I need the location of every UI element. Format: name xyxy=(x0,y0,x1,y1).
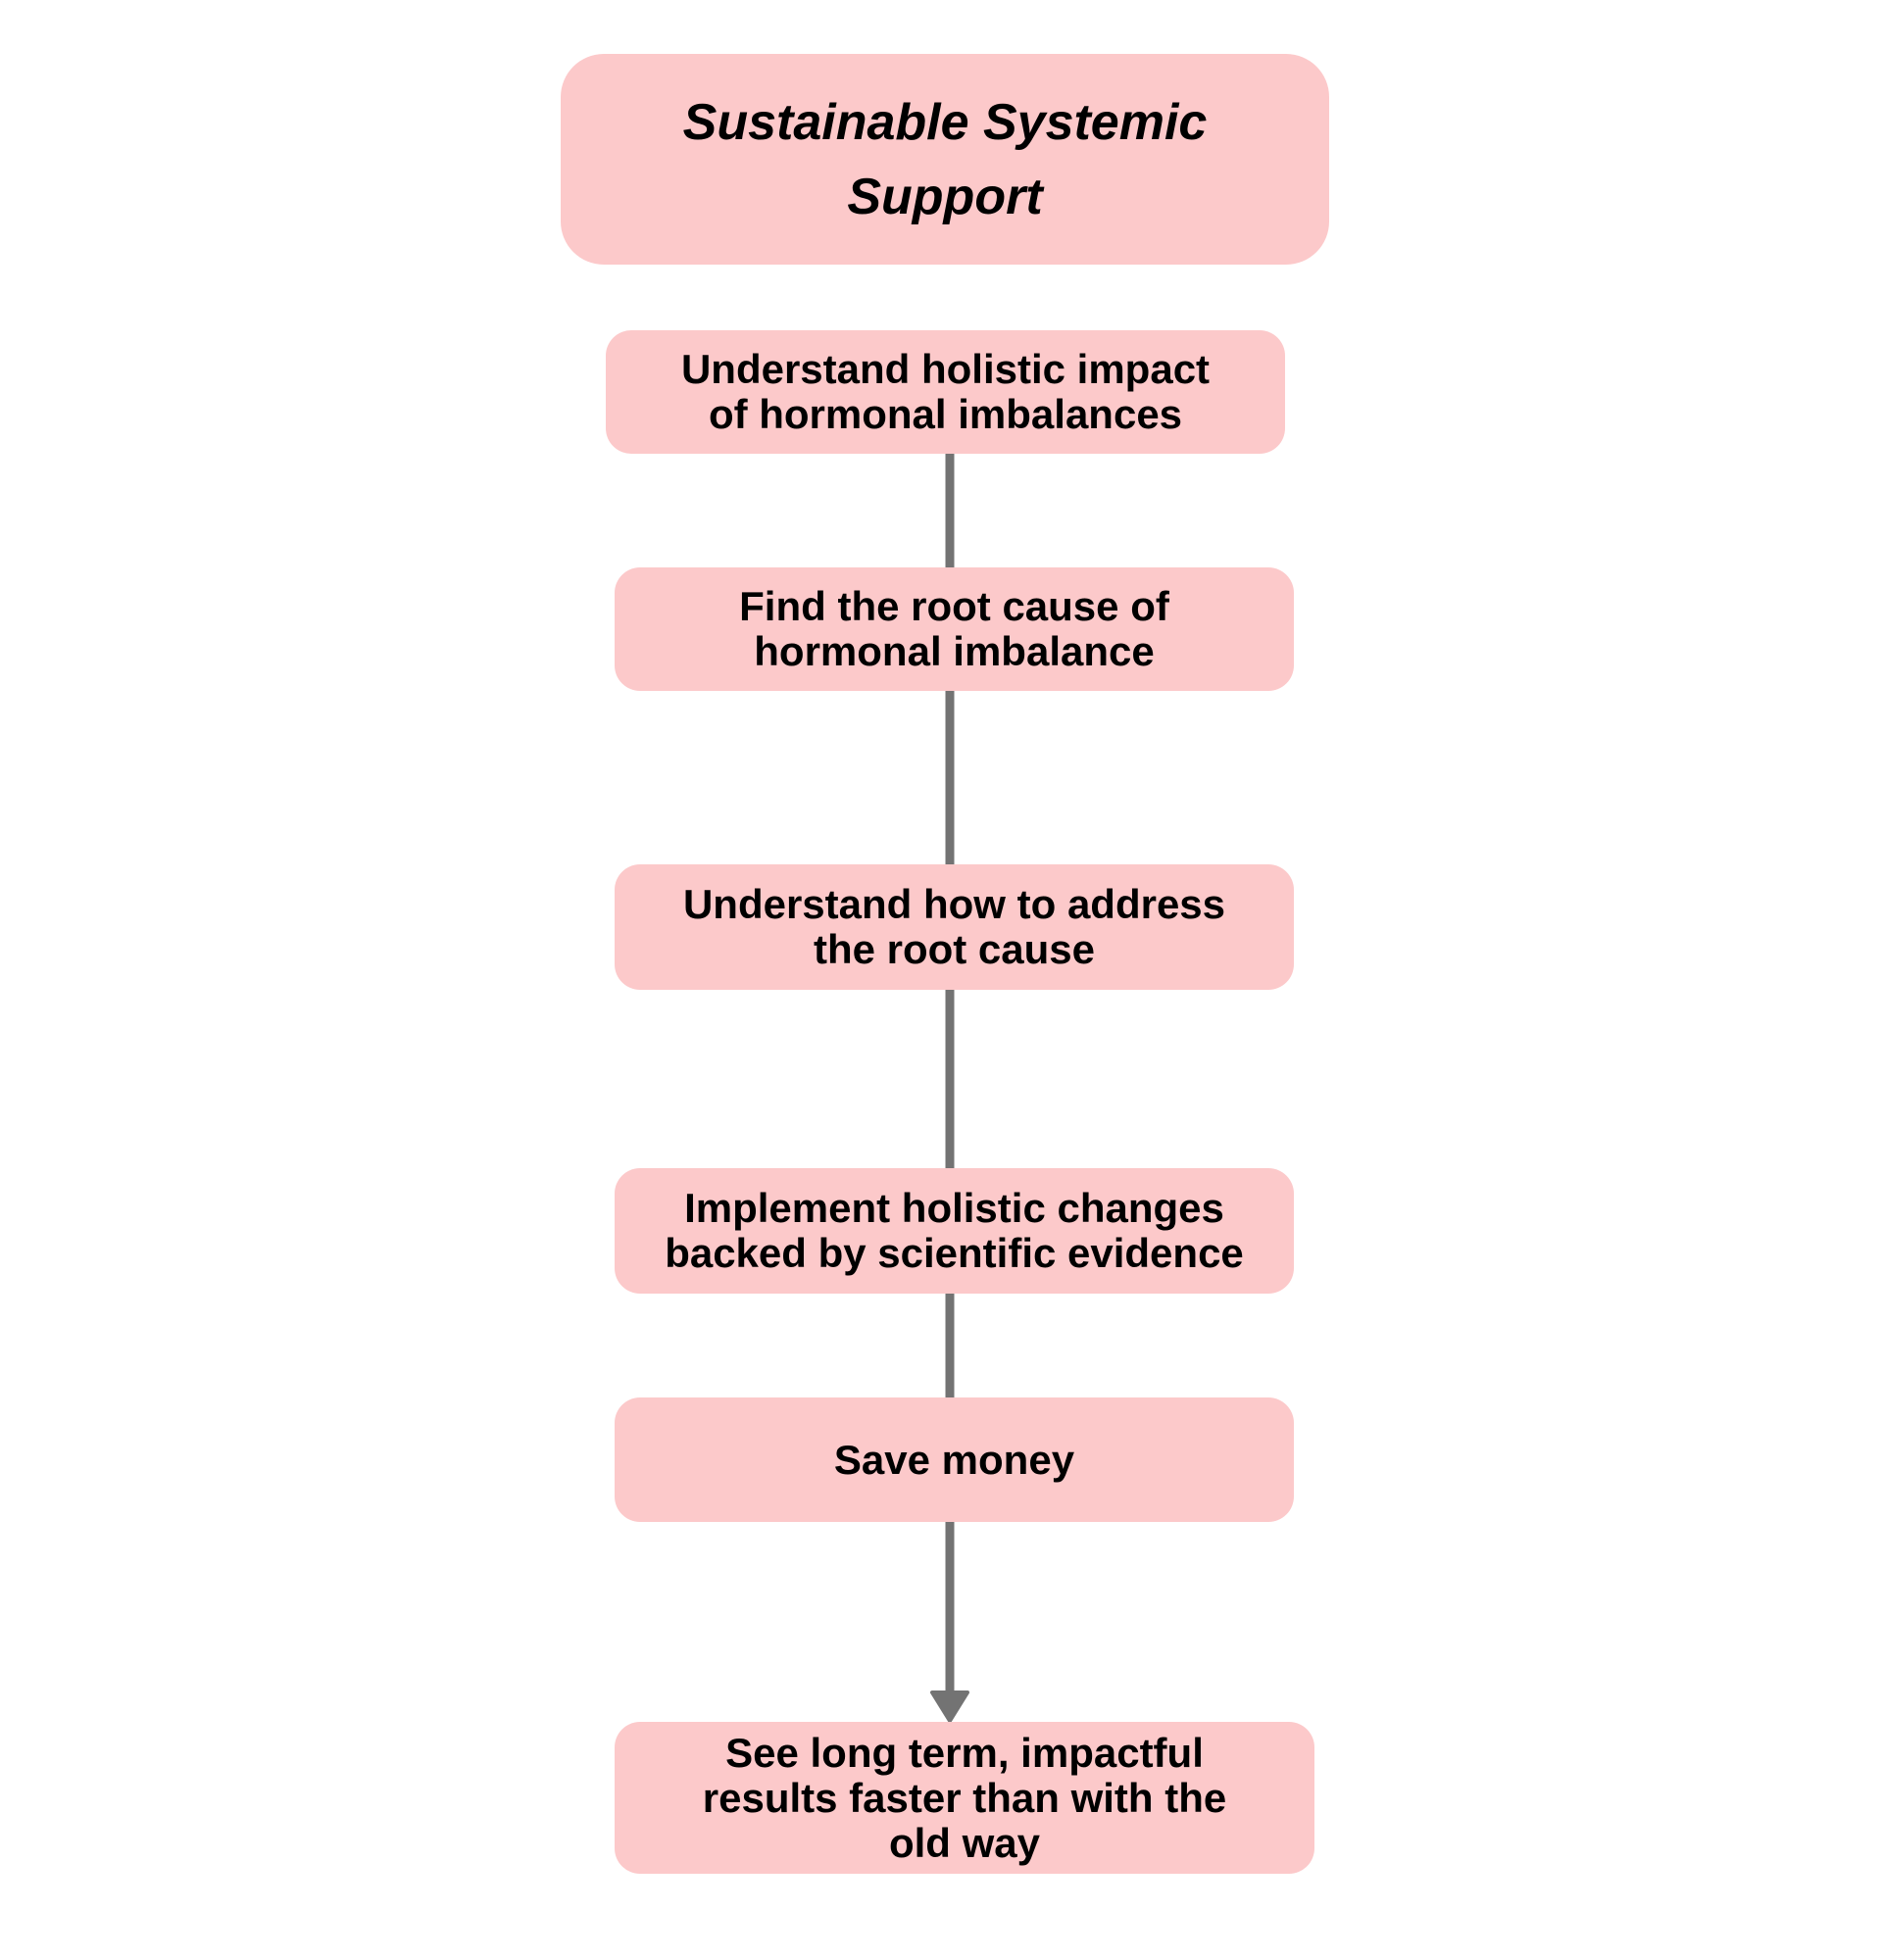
title-box: Sustainable Systemic Support xyxy=(561,54,1329,265)
step-5-save-money: Save money xyxy=(615,1397,1294,1522)
step-6-see-results: See long term, impactful results faster … xyxy=(615,1722,1314,1874)
step-4-implement-changes: Implement holistic changes backed by sci… xyxy=(615,1168,1294,1294)
step-1-understand-impact: Understand holistic impact of hormonal i… xyxy=(606,330,1285,454)
arrow-head-icon xyxy=(930,1690,969,1723)
step-3-address-root-cause: Understand how to address the root cause xyxy=(615,864,1294,990)
step-2-find-root-cause: Find the root cause of hormonal imbalanc… xyxy=(615,567,1294,691)
